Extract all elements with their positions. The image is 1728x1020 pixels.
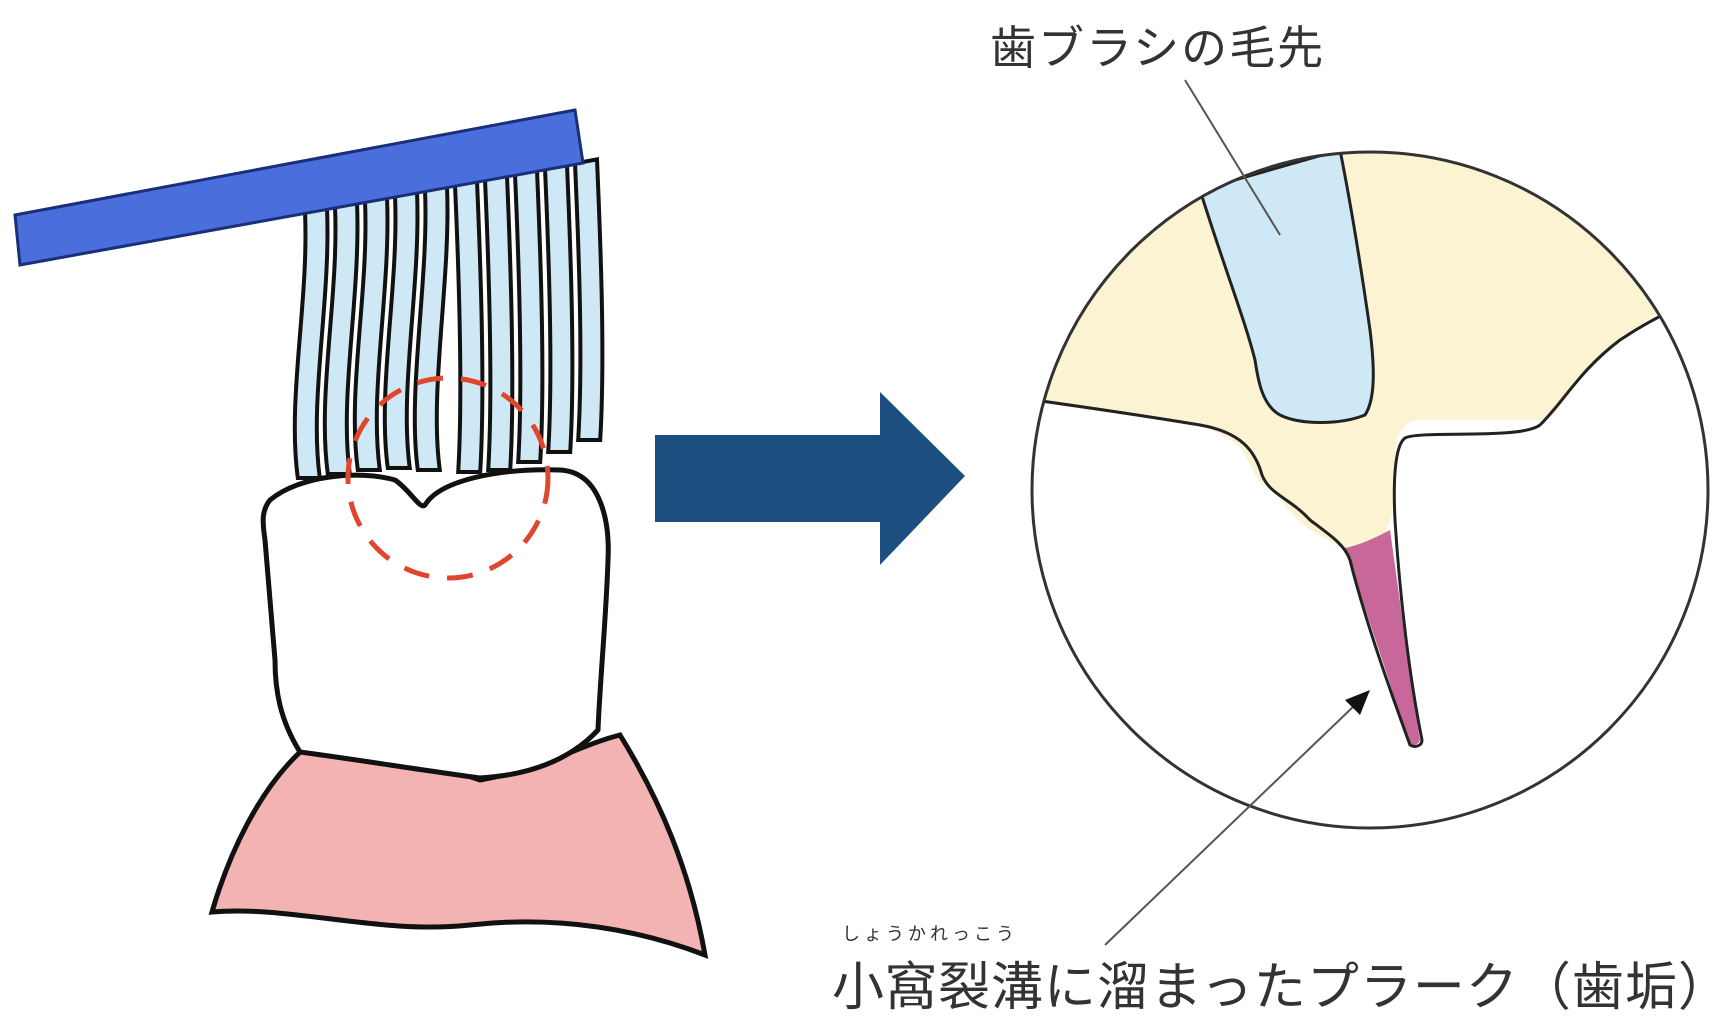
bristle-tip-label: 歯ブラシの毛先: [990, 12, 1325, 78]
bristle: [325, 203, 358, 474]
bristle: [575, 159, 602, 440]
bristle: [415, 186, 448, 470]
bristle: [295, 208, 328, 478]
plaque-label: 小窩裂溝に溜まったプラーク（歯垢）: [832, 945, 1728, 1020]
direction-arrow: [655, 392, 965, 565]
bristle: [515, 170, 542, 462]
bristle: [545, 165, 572, 452]
zoom-view: [1020, 140, 1728, 840]
tooth-crown: [263, 470, 608, 778]
plaque-ruby-label: しょうかれっこう: [842, 920, 1018, 946]
bristle: [385, 192, 418, 468]
bristle: [485, 176, 512, 470]
bristle: [455, 181, 482, 472]
